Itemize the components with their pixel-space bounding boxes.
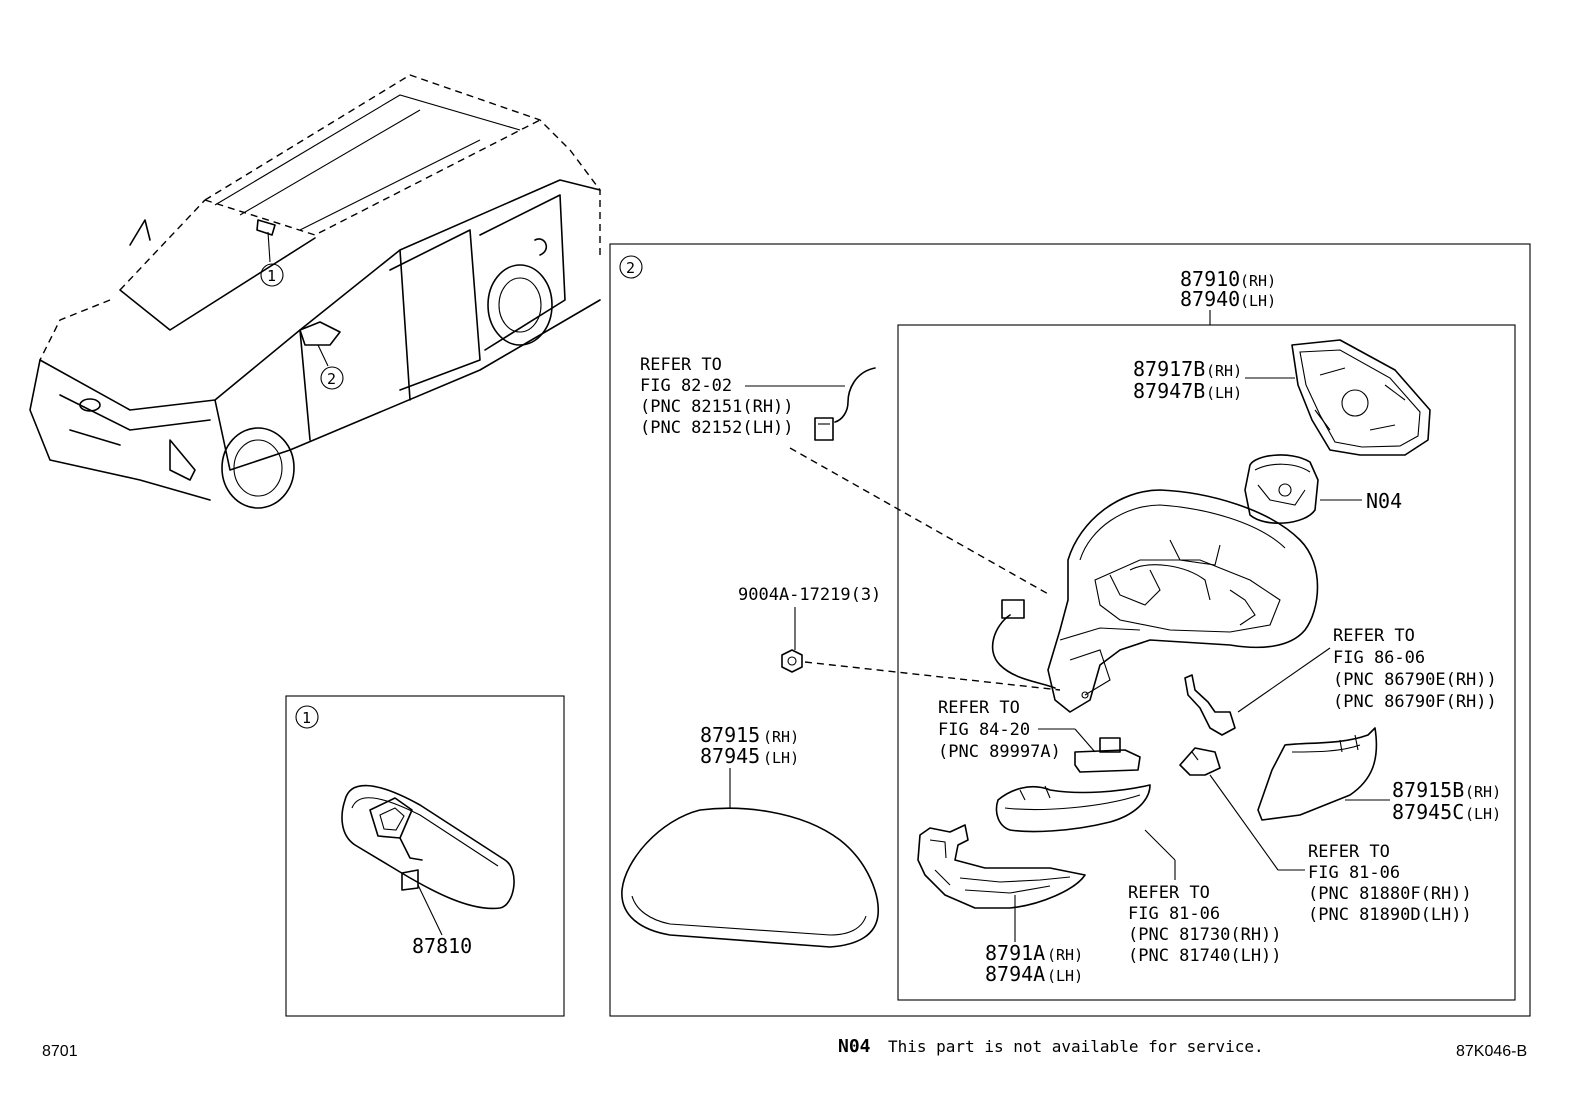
part-87917B-label: 87917B [1133,357,1205,381]
refer-fig-86-06: REFER TO FIG 86-06 (PNC 86790E(RH)) (PNC… [1333,626,1497,712]
footer-left-code: 8701 [42,1043,78,1060]
part-87915B-suffix: (RH) [1465,783,1501,801]
car-marker-1-text: 1 [267,267,276,285]
ref-1-line-4: (PNC 82152(LH)) [640,418,794,438]
part-8794A-label: 8794A [985,962,1045,986]
car-marker-2: 2 [320,366,344,390]
refer-fig-81-06-b: REFER TO FIG 81-06 (PNC 81730(RH)) (PNC … [1128,883,1282,966]
ref-4-line-2: FIG 81-06 [1308,863,1400,883]
ref-5-line-1: REFER TO [1128,883,1210,903]
car-marker-2-text: 2 [327,370,336,388]
mirror-glass-87917B [1291,339,1431,456]
part-8791A-label: 8791A [985,941,1045,965]
inner-mirror-87810 [341,784,515,936]
panel-1: 1 87810 [285,695,565,1017]
ref-4-line-4: (PNC 81890D(LH)) [1308,905,1472,925]
panel-2: 2 87910 (RH) 87940 (LH) REFER TO FIG 82-… [609,243,1531,1017]
ref-1-line-3: (PNC 82151(RH)) [640,397,794,417]
part-8791A-suffix: (RH) [1047,946,1083,964]
actuator-N04 [1244,454,1319,525]
lamp-socket [1184,674,1236,736]
lamp-bracket [1179,747,1221,776]
ref-1-line-1: REFER TO [640,355,722,375]
part-87810-label: 87810 [412,934,472,958]
ref-4-line-1: REFER TO [1308,842,1390,862]
ref-5-line-2: FIG 81-06 [1128,904,1220,924]
bolt-label: 9004A-17219(3) [738,585,881,605]
footer-right-code: 87K046-B [1456,1043,1527,1060]
part-87910-suffix: (RH) [1240,272,1276,290]
bolt-9004A [781,649,803,673]
refer-fig-84-20: REFER TO FIG 84-20 (PNC 89997A) [938,698,1061,762]
part-87947B-suffix: (LH) [1206,384,1242,402]
part-87945C-suffix: (LH) [1465,805,1501,823]
ref-3-line-3: (PNC 89997A) [938,742,1061,762]
ref-4-line-3: (PNC 81880F(RH)) [1308,884,1472,904]
footer-note-text: This part is not available for service. [888,1037,1264,1056]
turn-lamp-housing-8791A [917,824,1086,909]
part-87917B-suffix: (RH) [1206,362,1242,380]
part-87945-label: 87945 [700,744,760,768]
outer-mirror-assembly [991,489,1319,713]
ref-3-line-2: FIG 84-20 [938,720,1030,740]
part-87915-label: 87915 [700,723,760,747]
under-cover-87915B [1257,727,1378,821]
vehicle-illustration [29,74,601,509]
footer: 8701 N04 This part is not available for … [42,1036,1527,1060]
ref-2-line-3: (PNC 86790E(RH)) [1333,670,1497,690]
part-87945-suffix: (LH) [763,749,799,767]
refer-fig-81-06-a: REFER TO FIG 81-06 (PNC 81880F(RH)) (PNC… [1308,842,1472,925]
part-87940-suffix: (LH) [1240,292,1276,310]
ref-5-line-4: (PNC 81740(LH)) [1128,946,1282,966]
part-N04-label: N04 [1366,489,1402,513]
camera-module [1074,737,1141,773]
mirror-cover-87915 [621,807,879,948]
side-turn-lamp [995,784,1151,833]
footer-note-code: N04 [838,1036,871,1057]
ref-2-line-2: FIG 86-06 [1333,648,1425,668]
ref-2-line-4: (PNC 86790F(RH)) [1333,692,1497,712]
ref-5-line-3: (PNC 81730(RH)) [1128,925,1282,945]
part-87915B-label: 87915B [1392,778,1464,802]
part-87910-label: 87910 [1180,267,1240,291]
ref-1-line-2: FIG 82-02 [640,376,732,396]
part-87947B-label: 87947B [1133,379,1205,403]
panel-1-marker: 1 [302,709,311,727]
ref-2-line-1: REFER TO [1333,626,1415,646]
refer-fig-82-02: REFER TO FIG 82-02 (PNC 82151(RH)) (PNC … [640,355,794,438]
part-87940-label: 87940 [1180,287,1240,311]
panel-2-marker: 2 [626,259,635,277]
part-87945C-label: 87945C [1392,800,1464,824]
part-8794A-suffix: (LH) [1047,967,1083,985]
car-marker-1: 1 [260,263,284,287]
ref-3-line-1: REFER TO [938,698,1020,718]
part-87915-suffix: (RH) [763,728,799,746]
